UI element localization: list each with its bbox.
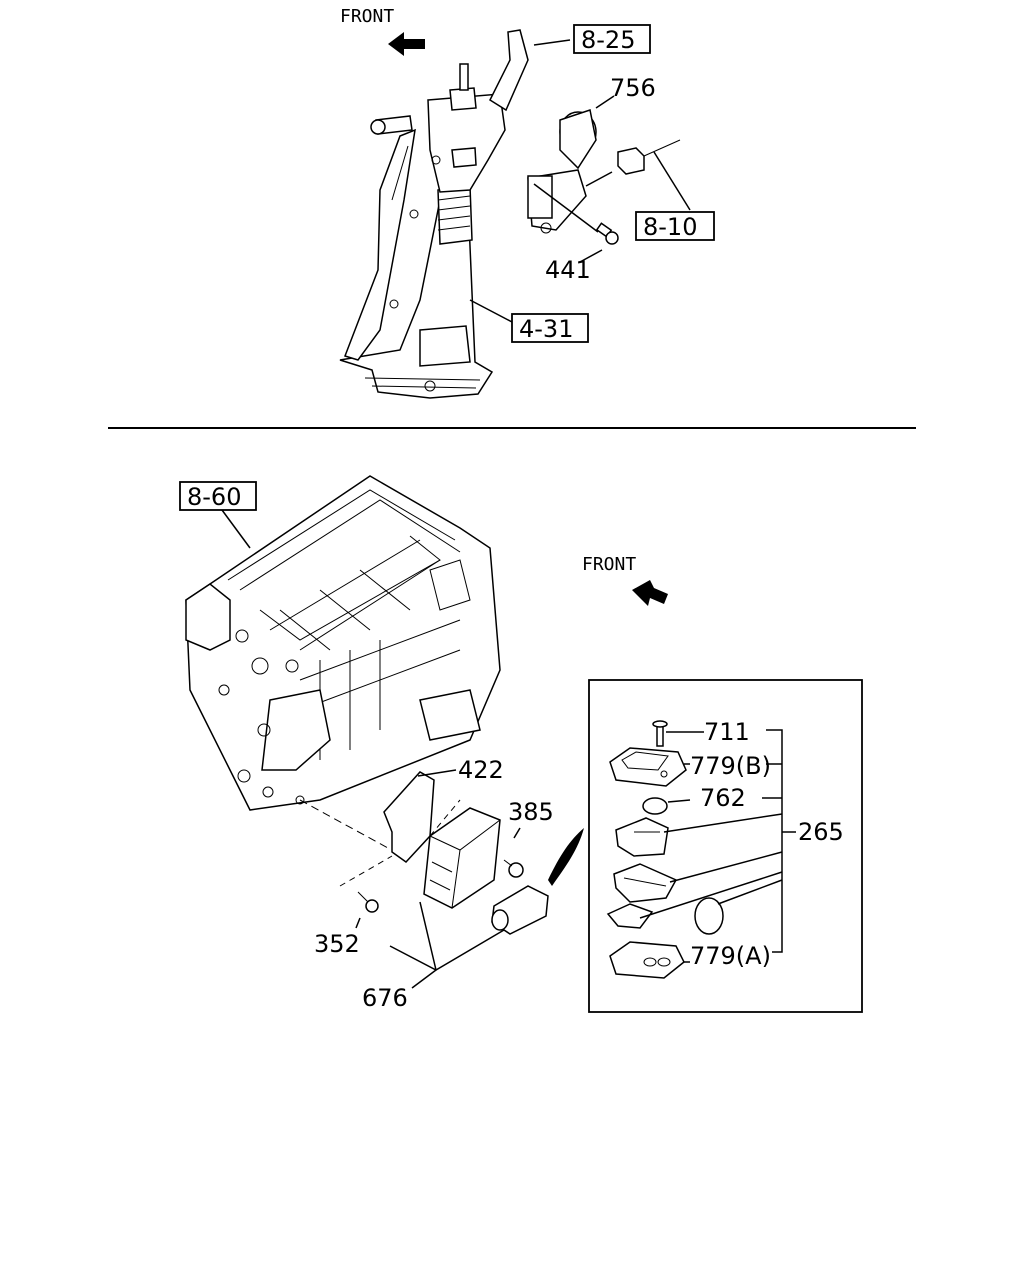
heater-unit [185, 475, 501, 811]
part-779a: 779(A) [690, 942, 771, 970]
immobilizer-coil-bracket [527, 109, 597, 234]
part-385: 385 [508, 798, 554, 826]
control-unit-box [423, 807, 501, 909]
part-779b: 779(B) [690, 752, 771, 780]
connector-block [617, 147, 645, 175]
part-422: 422 [458, 756, 504, 784]
front-arrow-bottom-icon [632, 580, 668, 606]
ref-box-8-25 [573, 24, 651, 54]
bracket-422 [383, 771, 435, 863]
ref-4-31: 4-31 [519, 315, 573, 343]
front-label-top: FRONT [340, 6, 394, 27]
part-762: 762 [700, 784, 746, 812]
ref-box-8-60 [179, 481, 257, 511]
bolt-385-icon [503, 859, 524, 878]
bottom-assembly: FRONT 8-60 422 385 352 676 [179, 475, 863, 1013]
ref-box-4-31 [511, 313, 589, 343]
steering-column-housing [339, 29, 529, 399]
ref-8-10: 8-10 [643, 213, 697, 241]
top-assembly: FRONT [339, 6, 715, 399]
part-265: 265 [798, 818, 844, 846]
part-352: 352 [314, 930, 360, 958]
ref-8-25: 8-25 [581, 26, 635, 54]
part-441: 441 [545, 256, 591, 284]
part-711: 711 [704, 718, 750, 746]
part-756: 756 [610, 74, 656, 102]
ref-box-8-10 [635, 211, 715, 241]
front-label-bottom: FRONT [582, 554, 636, 575]
key-fob-transmitter [491, 885, 549, 935]
detail-pointer-icon [548, 828, 584, 886]
ref-8-60: 8-60 [187, 483, 241, 511]
bolt-441-icon [595, 222, 619, 245]
transmitter-exploded-view [606, 720, 724, 979]
screw-352-icon [357, 891, 379, 913]
front-arrow-icon [388, 32, 425, 56]
part-676: 676 [362, 984, 408, 1012]
